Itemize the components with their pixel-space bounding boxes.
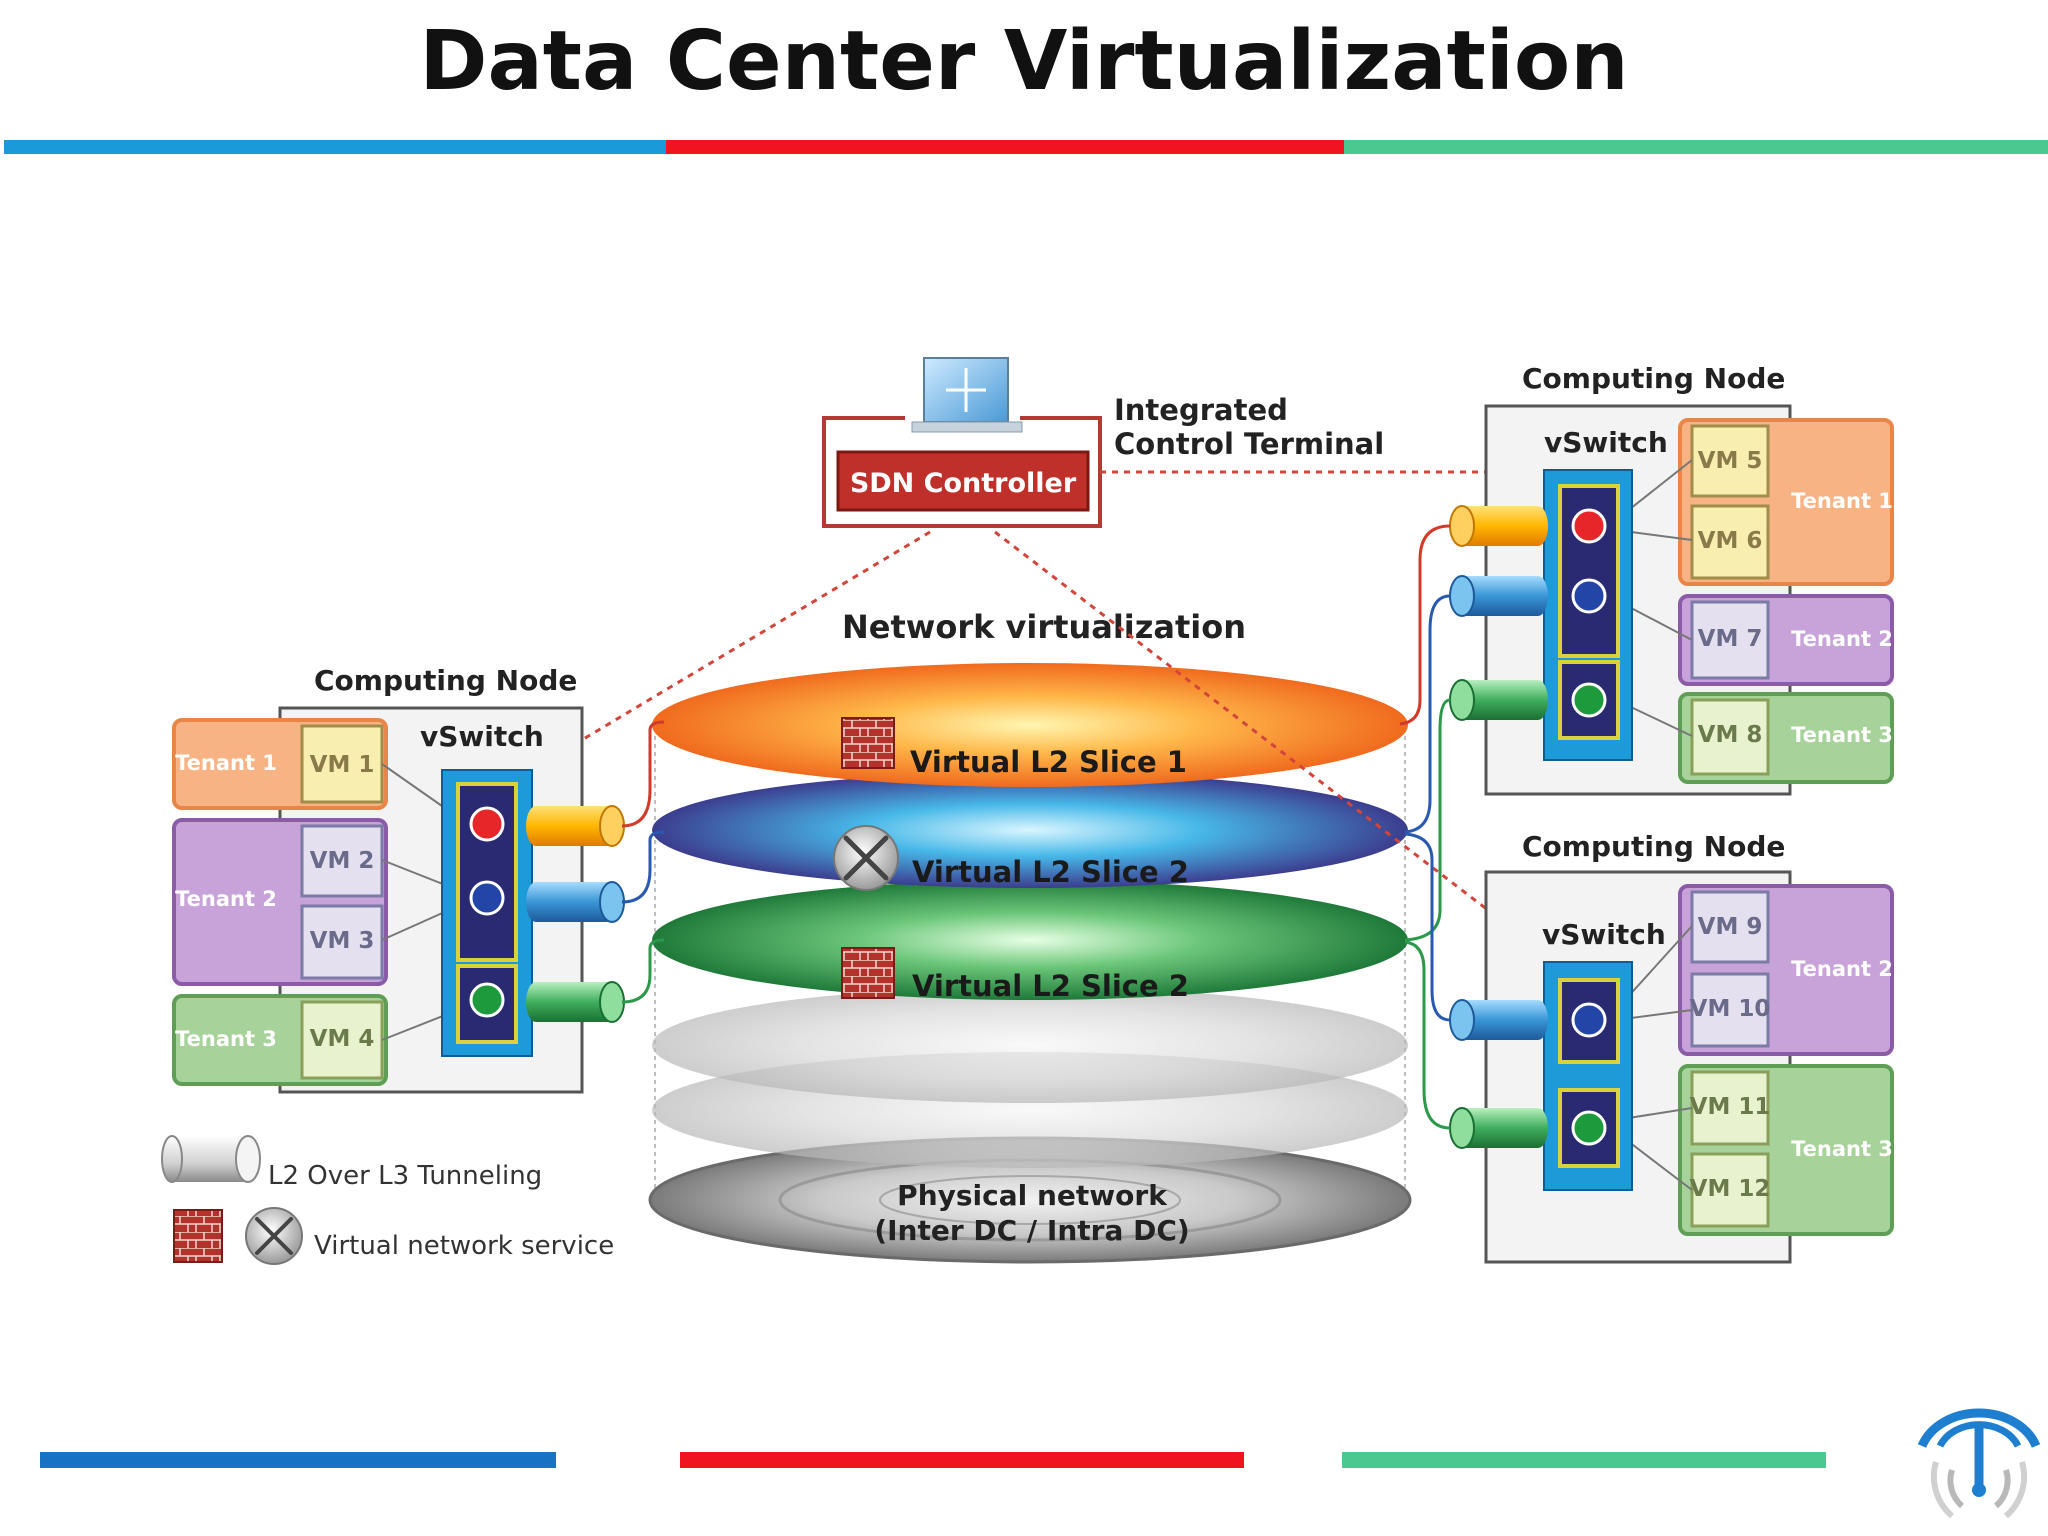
slice-2-label: Virtual L2 Slice 2 xyxy=(912,855,1189,889)
tunnel-green xyxy=(1449,1107,1548,1149)
right-top-node-title: Computing Node xyxy=(1522,362,1785,395)
vm-box xyxy=(1690,1152,1770,1228)
legend-service-label: Virtual network service xyxy=(314,1231,614,1261)
vm-label: VM 3 xyxy=(310,928,375,954)
slide-title: Data Center Virtualization xyxy=(419,14,1629,109)
link-blue xyxy=(621,830,665,904)
right-top-computing-node: Computing Node vSwitch Tenant 1 Tenant 2… xyxy=(1399,362,1894,942)
port-blue xyxy=(1571,1002,1607,1038)
right-top-tenant-1-label: Tenant 1 xyxy=(1791,489,1893,513)
control-links xyxy=(539,470,1541,952)
vm-box xyxy=(1690,698,1770,776)
slice-3-label: Virtual L2 Slice 2 xyxy=(912,969,1189,1003)
firewall-icon xyxy=(841,947,895,999)
right-top-tenant-3-label: Tenant 3 xyxy=(1791,723,1893,747)
vm-label: VM 10 xyxy=(1690,996,1771,1022)
right-top-tenant-2-label: Tenant 2 xyxy=(1791,627,1893,651)
link-green xyxy=(621,938,665,1004)
vm-label: VM 6 xyxy=(1698,528,1763,554)
terminal-label-line1: Integrated xyxy=(1114,393,1288,427)
port-blue xyxy=(469,880,505,916)
port-blue xyxy=(1571,578,1607,614)
sdn-controller-box xyxy=(836,450,1090,512)
right-bottom-vswitch-label: vSwitch xyxy=(1542,918,1666,951)
sdn-controller-group: SDN Controller xyxy=(822,357,1102,528)
link-blue xyxy=(1404,594,1451,834)
network-service-icon xyxy=(245,1207,303,1265)
link-blue xyxy=(1404,832,1451,1022)
port-red xyxy=(1571,508,1607,544)
link-green xyxy=(1404,940,1451,1130)
top-stripe-green xyxy=(1344,140,2048,154)
left-computing-node: Computing Node vSwitch Tenant 1 Tenant 2… xyxy=(172,664,665,1094)
link-red xyxy=(621,720,665,828)
antenna-logo-icon xyxy=(1917,1408,2041,1519)
vm-box xyxy=(1690,890,1770,964)
network-virtualization-label: Network virtualization xyxy=(842,608,1246,646)
link-red xyxy=(1399,524,1451,726)
vm-box xyxy=(300,724,384,804)
tunnel-yellow xyxy=(1449,505,1548,547)
firewall-icon xyxy=(173,1209,223,1263)
link-green xyxy=(1404,698,1451,942)
vm-box xyxy=(1690,504,1770,580)
left-vswitch-label: vSwitch xyxy=(420,720,544,753)
tunnel-blue xyxy=(1449,999,1548,1041)
empty-slice-disk xyxy=(652,987,1408,1103)
tunnel-yellow xyxy=(526,805,625,847)
vm-label: VM 12 xyxy=(1690,1176,1771,1202)
vm-label: VM 9 xyxy=(1698,914,1763,940)
slice-1-label: Virtual L2 Slice 1 xyxy=(910,745,1187,779)
left-tenant-1-label: Tenant 1 xyxy=(175,751,277,775)
sdn-controller-label: SDN Controller xyxy=(850,468,1077,499)
firewall-icon xyxy=(841,717,895,769)
vm-label: VM 2 xyxy=(310,848,375,874)
right-bottom-computing-node: Computing Node vSwitch Tenant 2 Tenant 3… xyxy=(1404,830,1894,1264)
port-green xyxy=(1571,1110,1607,1146)
legend: L2 Over L3 Tunneling Virtual network ser… xyxy=(161,1135,614,1265)
left-tenant-3-label: Tenant 3 xyxy=(175,1027,277,1051)
tunnel-green xyxy=(526,981,625,1023)
vm-box xyxy=(300,824,384,898)
port-green xyxy=(469,982,505,1018)
vm-label: VM 11 xyxy=(1690,1094,1771,1120)
legend-tunneling-label: L2 Over L3 Tunneling xyxy=(268,1161,542,1191)
port-red xyxy=(469,806,505,842)
vm-label: VM 7 xyxy=(1698,626,1763,652)
right-top-vswitch-label: vSwitch xyxy=(1544,426,1668,459)
network-service-icon xyxy=(833,825,899,891)
tunnel-blue xyxy=(1449,575,1548,617)
bottom-stripe-green xyxy=(1342,1452,1826,1468)
top-stripe-red xyxy=(666,140,1344,154)
top-stripe-blue xyxy=(4,140,666,154)
bottom-stripe-red xyxy=(680,1452,1244,1468)
right-bottom-tenant-2-label: Tenant 2 xyxy=(1791,957,1893,981)
left-node-title: Computing Node xyxy=(314,664,577,697)
right-bottom-node-title: Computing Node xyxy=(1522,830,1785,863)
right-bottom-tenant-3-label: Tenant 3 xyxy=(1791,1137,1893,1161)
vm-label: VM 8 xyxy=(1698,722,1763,748)
monitor-icon xyxy=(911,357,1023,433)
bottom-stripe-blue xyxy=(40,1452,556,1468)
vm-box xyxy=(300,904,384,980)
tunnel-legend-icon xyxy=(161,1135,261,1183)
vm-label: VM 5 xyxy=(1698,448,1763,474)
physical-network-sublabel: (Inter DC / Intra DC) xyxy=(874,1214,1189,1247)
slice-stack xyxy=(648,663,1412,1264)
left-tenant-2-label: Tenant 2 xyxy=(175,887,277,911)
terminal-label-line2: Control Terminal xyxy=(1114,427,1384,461)
physical-network-label: Physical network xyxy=(897,1179,1168,1212)
port-green xyxy=(1571,682,1607,718)
tunnel-green xyxy=(1449,679,1548,721)
vm-label: VM 4 xyxy=(310,1026,375,1052)
vm-box xyxy=(1690,972,1770,1048)
tunnel-blue xyxy=(526,881,625,923)
vm-label: VM 1 xyxy=(310,752,375,778)
